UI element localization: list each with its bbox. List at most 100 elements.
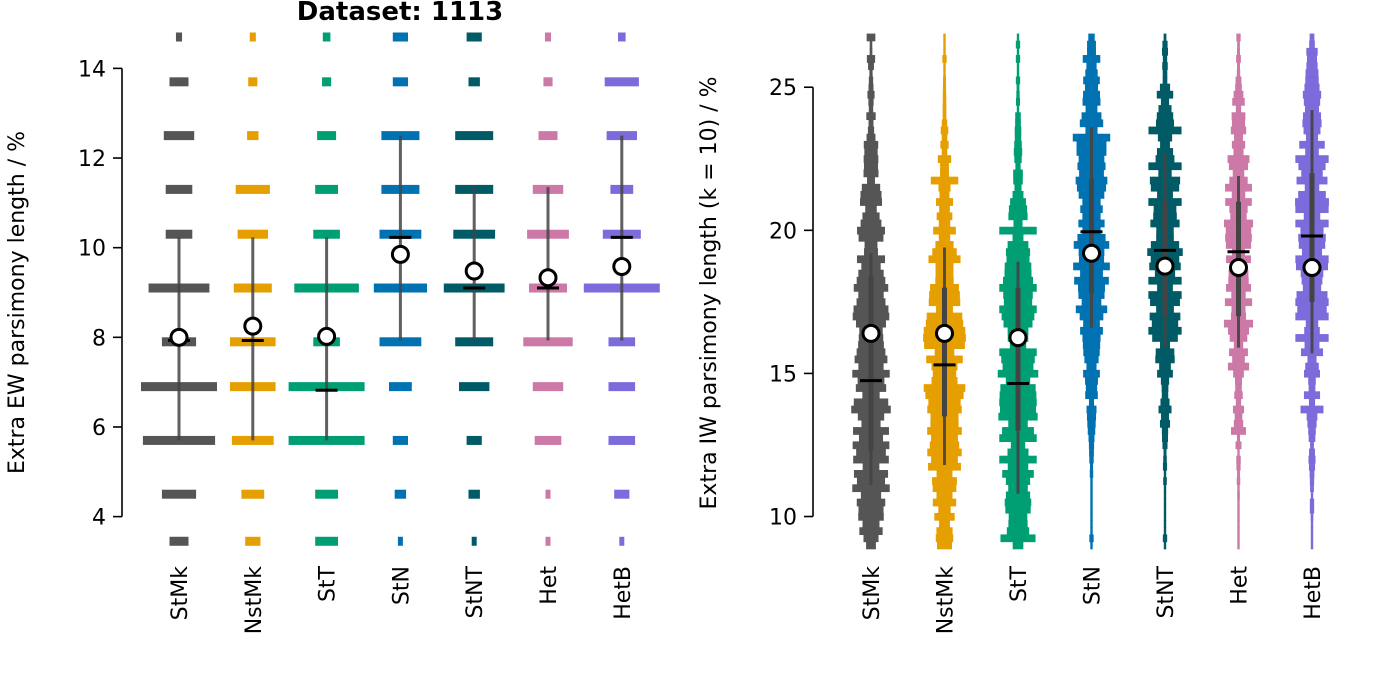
violin-bar (863, 140, 879, 149)
violin-bar (1233, 419, 1244, 428)
violin-bar (1086, 405, 1097, 414)
violin-bar (1086, 412, 1097, 421)
violin-bar (862, 212, 880, 221)
violin-bar (1156, 90, 1174, 99)
violin-bar (161, 489, 197, 499)
violin-bar (1237, 47, 1240, 56)
violin-bar (932, 484, 957, 493)
violin-bar (1089, 534, 1094, 543)
mean-point (612, 257, 632, 277)
violin-bar (1081, 112, 1102, 121)
violin-bar (939, 205, 950, 214)
violin-bar (1237, 520, 1240, 528)
violin-bar (943, 62, 946, 70)
violin-bar (1090, 491, 1093, 500)
violin-bar (1015, 162, 1021, 171)
x-category-label: HetB (611, 566, 636, 620)
y-axis-label: Extra IW parsimony length (k = 10) / % (697, 77, 722, 510)
y-tick-label: 25 (769, 76, 797, 101)
violin-bar (392, 435, 408, 445)
violin-bar (942, 105, 947, 113)
violin-bar (1310, 491, 1314, 500)
mean-point (464, 261, 484, 281)
mean-point (538, 268, 558, 288)
violin-bar (1157, 133, 1173, 142)
violin-bar (1309, 470, 1315, 478)
violin-bar (459, 382, 490, 392)
violin-bar (1008, 212, 1028, 221)
violin-bar (858, 512, 884, 521)
violin-bar (1235, 105, 1242, 113)
violin-bar (869, 47, 873, 56)
violin-bar (1228, 162, 1249, 171)
violin-bar (165, 184, 193, 194)
violin-bar (1015, 55, 1021, 63)
violin-bar (1088, 33, 1095, 42)
chart-title: Dataset: 1113 (297, 0, 503, 27)
violin-bar (863, 169, 879, 178)
violin-bar (315, 536, 338, 546)
violin-bar (942, 83, 947, 92)
x-category-label: StMk (168, 566, 193, 621)
violin-bar (1163, 541, 1167, 550)
violin-bar (864, 241, 878, 249)
violin-bar (545, 489, 551, 499)
violin-bar (322, 32, 331, 42)
violin-bar (943, 47, 946, 56)
violin-bar (1237, 534, 1240, 543)
violin-bar (1005, 248, 1031, 256)
violin-bar (1085, 105, 1098, 113)
violin-bar (1013, 176, 1023, 185)
violin-bar (942, 97, 947, 106)
violin-bar (1309, 448, 1315, 457)
violin-bar (932, 477, 957, 485)
violin-bar (1162, 534, 1168, 543)
mean-point (1229, 258, 1248, 278)
x-category-label: StT (316, 565, 341, 602)
violin-bar (942, 76, 947, 85)
violin-bar (1006, 255, 1030, 264)
violin-bar (1237, 448, 1240, 457)
violin-bar (863, 155, 879, 163)
violin-bar (940, 162, 949, 171)
violin-bar (864, 148, 878, 156)
violin-bar (858, 505, 884, 514)
violin-bar (619, 536, 625, 546)
violin-bar (936, 491, 953, 500)
violin-bar (1303, 97, 1321, 106)
violin-bar (1016, 90, 1020, 99)
violin-bar (1015, 119, 1021, 128)
violin-bar (1306, 47, 1318, 56)
violin-bar (1160, 140, 1170, 149)
violin-bar (1234, 133, 1243, 142)
violin-bar (1161, 384, 1169, 392)
violin-bar (1310, 512, 1314, 521)
violin-bar (1088, 434, 1095, 442)
violin-bar (1005, 505, 1031, 514)
violin-bar (1236, 33, 1241, 42)
violin-bar (1013, 169, 1023, 178)
violin-bar (322, 77, 332, 87)
violin-bar (1012, 190, 1024, 199)
violin-bar (1310, 534, 1314, 543)
violin-bar (1007, 241, 1029, 249)
violin-bar (1086, 362, 1097, 371)
violin-bar (1232, 355, 1245, 364)
violin-bar (1085, 377, 1098, 385)
violin-bar (1014, 155, 1022, 163)
violin-bar (935, 241, 954, 249)
violin-bar (1303, 369, 1321, 378)
violin-bar (471, 536, 477, 546)
violin-bar (1235, 76, 1242, 85)
violin-bar (860, 219, 882, 228)
violin-bar (943, 69, 946, 78)
violin-bar (1235, 83, 1242, 92)
violin-bar (1227, 155, 1250, 163)
mean-point (1155, 256, 1175, 276)
mean-point (1302, 258, 1322, 278)
x-category-label: Het (537, 566, 562, 605)
x-category-label: Het (1228, 566, 1253, 605)
violin-bar (1156, 112, 1174, 121)
violin-bar (392, 32, 408, 42)
violin-bar (1236, 434, 1241, 442)
